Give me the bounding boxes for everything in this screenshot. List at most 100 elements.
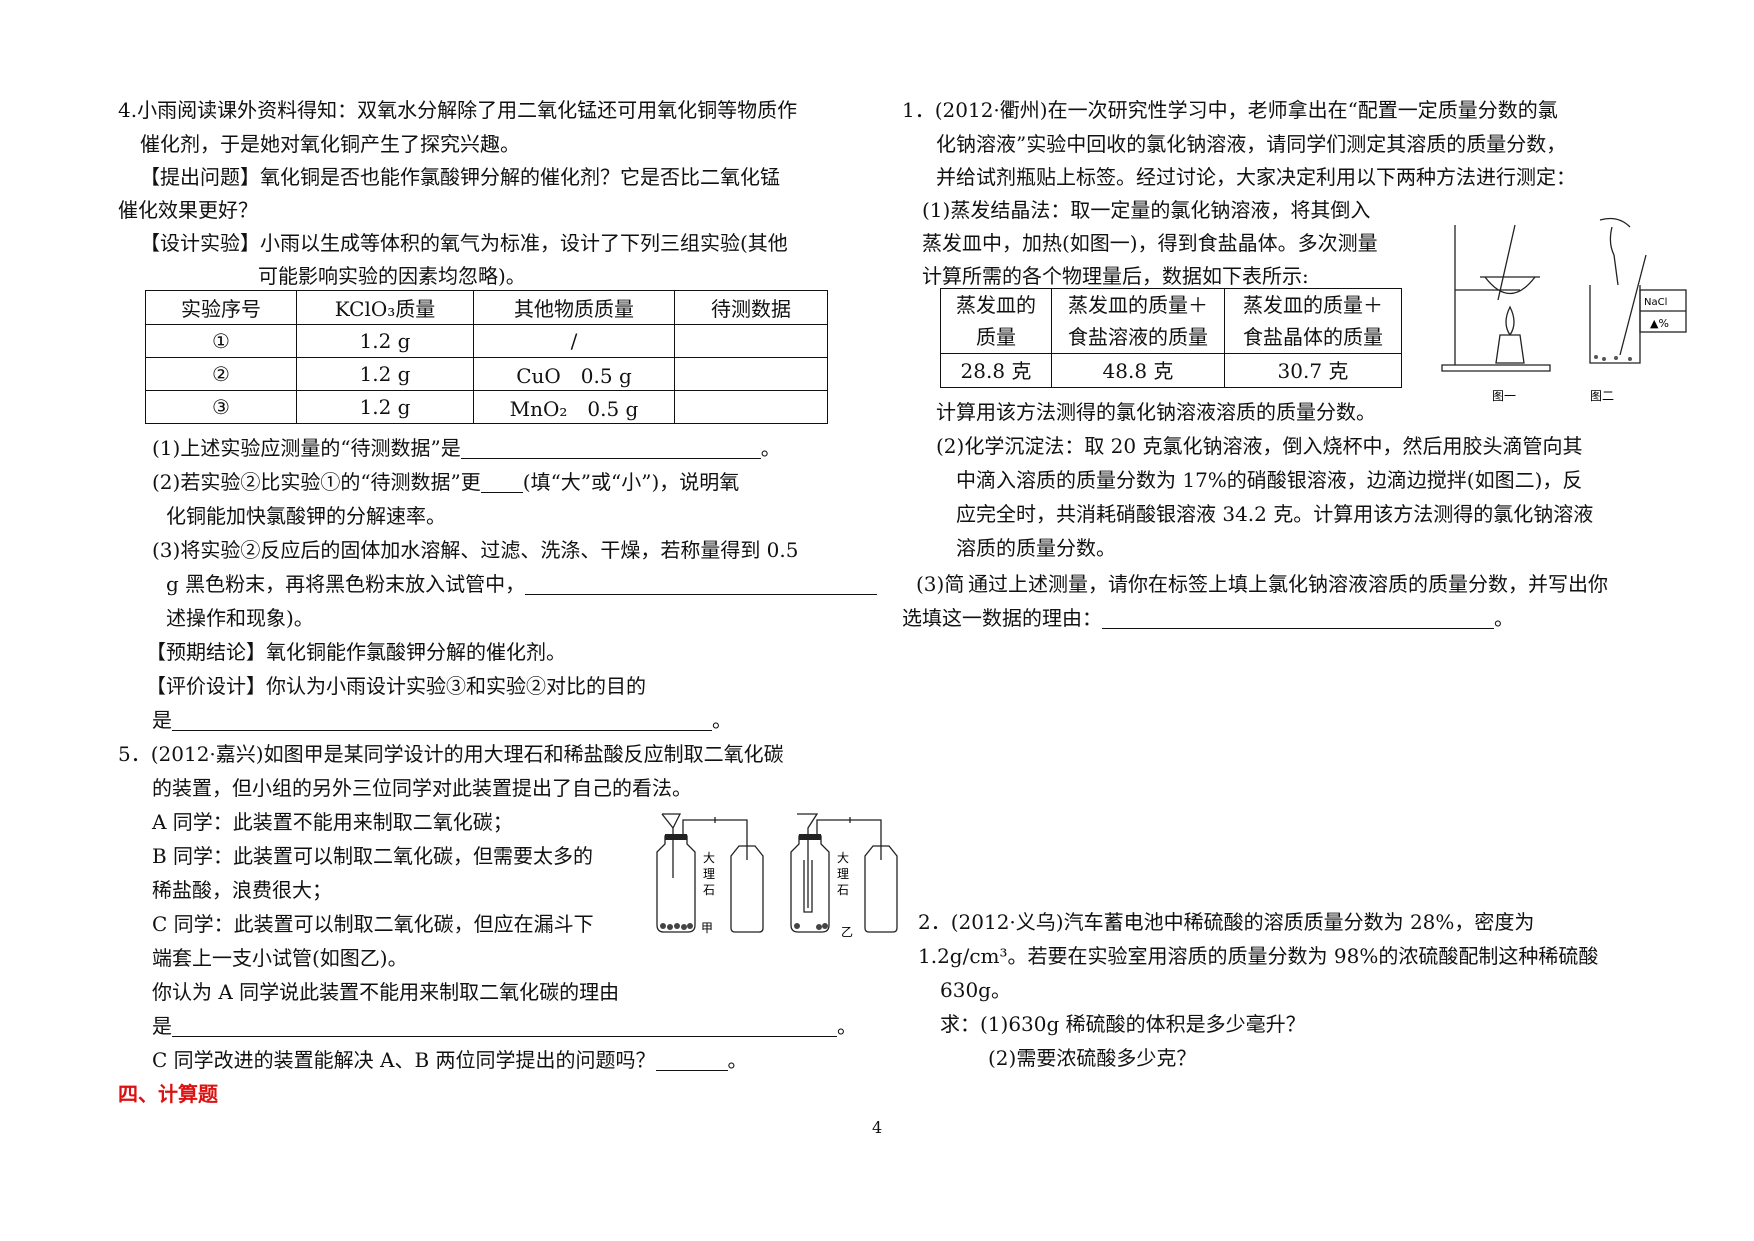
r1-method3: 通过上述测量，请你在标签上填上氯化钠溶液溶质的质量分数，并写出你 (968, 572, 1608, 596)
figure-caption: 图二 (1590, 389, 1614, 403)
q4-experiment-table: 实验序号 KClO₃质量 其他物质质量 待测数据 ① 1.2 g / ② 1.2… (145, 290, 828, 424)
table-cell: ② (145, 357, 297, 391)
q4-problem-cont: 催化效果更好？ (118, 198, 258, 222)
r2-ask1: 求：(1)630g 稀硫酸的体积是多少毫升？ (940, 1012, 1306, 1036)
r2-line2: 1.2g/cm³。若要在实验室用溶质的质量分数为 98%的浓硫酸配制这种稀硫酸 (918, 944, 1599, 968)
r1-line2: 化钠溶液”实验中回收的氯化钠溶液，请同学们测定其溶质的质量分数， (936, 132, 1567, 156)
r1-method1: (1)蒸发结晶法：取一定量的氯化钠溶液，将其倒入 (922, 198, 1371, 222)
bottle-icon (790, 835, 830, 933)
r1-method1-d: 计算用该方法测得的氯化钠溶液溶质的质量分数。 (936, 400, 1376, 424)
q5-question2: C 同学改进的装置能解决 A、B 两位同学提出的问题吗？。 (152, 1048, 748, 1072)
r1-data-table: 蒸发皿的质量 蒸发皿的质量＋食盐溶液的质量 蒸发皿的质量＋食盐晶体的质量 28.… (940, 288, 1402, 388)
co2-apparatus-figure: 大 理 石 大 理 石 甲 乙 (656, 813, 898, 939)
q5-b1: B 同学：此装置可以制取二氧化碳，但需要太多的 (152, 844, 594, 868)
table-header: 其他物质质量 (473, 290, 675, 325)
lab-apparatus-figure: NaCl ▲% 图一 图二 (1441, 217, 1687, 403)
reagent-label: NaCl (1644, 297, 1667, 308)
r2-ask2: (2)需要浓硫酸多少克？ (988, 1046, 1197, 1070)
q4-conclusion: 【预期结论】氧化铜能作氯酸钾分解的催化剂。 (146, 640, 566, 664)
q4-problem: 【提出问题】氧化铜是否也能作氯酸钾分解的催化剂？它是否比二氧化锰 (140, 165, 780, 189)
answer-blank[interactable] (172, 1014, 837, 1037)
answer-blank[interactable] (1102, 606, 1494, 629)
r1-method2: (2)化学沉淀法：取 20 克氯化钠溶液，倒入烧杯中，然后用胶头滴管向其 (936, 434, 1583, 458)
marble-label: 石 (837, 883, 849, 897)
table-cell: 28.8 克 (940, 353, 1052, 388)
section-title: 四、计算题 (118, 1082, 218, 1106)
marble-label: 理 (837, 867, 849, 881)
r1-method2-c: 应完全时，共消耗硝酸银溶液 34.2 克。计算用该方法测得的氯化钠溶液 (956, 502, 1594, 526)
page-number: 4 (872, 1118, 883, 1137)
q5-question1: 你认为 A 同学说此装置不能用来制取二氧化碳的理由 (152, 980, 620, 1004)
table-cell: ③ (145, 390, 297, 424)
table-cell: / (473, 324, 675, 358)
bottle-icon (730, 845, 764, 933)
q4-sub3: (3)将实验②反应后的固体加水溶解、过滤、洗涤、干燥，若称量得到 0.5 (152, 538, 799, 562)
bottle-icon (656, 835, 696, 933)
q4-design: 【设计实验】小雨以生成等体积的氧气为标准，设计了下列三组实验(其他 (140, 231, 788, 255)
q5-line2: 的装置，但小组的另外三位同学对此装置提出了自己的看法。 (152, 776, 692, 800)
table-header: 蒸发皿的质量 (940, 288, 1052, 354)
r2-line3: 630g。 (940, 978, 1011, 1002)
r1-method3-b: 选填这一数据的理由：。 (902, 606, 1514, 630)
q4-sub3-b: g 黑色粉末，再将黑色粉末放入试管中， (166, 567, 878, 601)
marble-label: 理 (703, 867, 715, 881)
funnel-icon (662, 813, 682, 878)
r1-line3: 并给试剂瓶贴上标签。经过讨论，大家决定利用以下两种方法进行测定： (936, 165, 1576, 189)
q4-sub3-c: 述操作和现象)。 (166, 606, 314, 630)
burner-icon (1495, 334, 1525, 364)
answer-blank[interactable] (172, 708, 712, 731)
q4-evaluate-b: 是。 (152, 708, 732, 732)
r1-method2-b: 中滴入溶质的质量分数为 17%的硝酸银溶液，边滴边搅拌(如图二)，反 (956, 468, 1583, 492)
q5-a: A 同学：此装置不能用来制取二氧化碳； (152, 810, 513, 834)
r1-line1: 1．(2012·衢州)在一次研究性学习中，老师拿出在“配置一定质量分数的氯 (902, 98, 1558, 122)
marble-label: 大 (837, 851, 849, 865)
table-cell: CuO 0.5 g (473, 357, 675, 391)
q4-sub1: (1)上述实验应测量的“待测数据”是。 (152, 436, 781, 460)
table-cell: 1.2 g (296, 357, 474, 391)
r1-method1-c: 计算所需的各个物理量后，数据如下表所示: (922, 264, 1309, 288)
table-cell: ① (145, 324, 297, 358)
marble-label: 大 (703, 851, 715, 865)
table-header: 蒸发皿的质量＋食盐溶液的质量 (1051, 288, 1225, 354)
q5-line1: 5．(2012·嘉兴)如图甲是某同学设计的用大理石和稀盐酸反应制取二氧化碳 (118, 742, 784, 766)
answer-blank[interactable] (655, 1048, 728, 1071)
q4-sub2: (2)若实验②比实验①的“待测数据”更(填“大”或“小”)，说明氧 (152, 470, 740, 494)
figure-caption: 乙 (841, 925, 853, 939)
table-header: 待测数据 (674, 290, 828, 325)
q5-c2: 端套上一支小试管(如图乙)。 (152, 946, 408, 970)
q5-question1-b: 是。 (152, 1014, 857, 1038)
r1-method2-d: 溶质的质量分数。 (956, 536, 1116, 560)
answer-blank[interactable] (460, 436, 761, 459)
bottle-icon (864, 845, 898, 933)
q5-c1: C 同学：此装置可以制取二氧化碳，但应在漏斗下 (152, 912, 594, 936)
answer-blank[interactable] (525, 572, 878, 595)
funnel-icon (797, 813, 819, 908)
r2-line1: 2．(2012·义乌)汽车蓄电池中稀硫酸的溶质质量分数为 28%，密度为 (918, 910, 1535, 934)
table-cell: 30.7 克 (1224, 353, 1402, 388)
table-header: KClO₃质量 (296, 290, 474, 325)
table-cell: 1.2 g (296, 390, 474, 424)
r1-method1-b: 蒸发皿中，加热(如图一)，得到食盐晶体。多次测量 (922, 231, 1378, 255)
dropper-icon (1609, 226, 1619, 286)
q5-b2: 稀盐酸，浪费很大； (152, 878, 332, 902)
table-cell (674, 324, 828, 358)
table-cell (674, 357, 828, 391)
table-header: 实验序号 (145, 290, 297, 325)
q4-sub2-cont: 化铜能加快氯酸钾的分解速率。 (166, 504, 446, 528)
answer-blank[interactable] (480, 470, 523, 493)
figure-caption: 甲 (701, 921, 713, 935)
evaporating-dish-icon (1484, 276, 1536, 294)
table-cell: MnO₂ 0.5 g (473, 390, 675, 424)
table-cell: 48.8 克 (1051, 353, 1225, 388)
table-cell (674, 390, 828, 424)
beaker-icon (1589, 285, 1641, 364)
table-header: 蒸发皿的质量＋食盐晶体的质量 (1224, 288, 1402, 354)
q4-evaluate: 【评价设计】你认为小雨设计实验③和实验②对比的目的 (146, 674, 646, 698)
q4-line2: 催化剂，于是她对氧化铜产生了探究兴趣。 (140, 132, 520, 156)
marble-label: 石 (703, 883, 715, 897)
reagent-percent: ▲% (1650, 317, 1669, 330)
table-cell: 1.2 g (296, 324, 474, 358)
q4-line1: 4.小雨阅读课外资料得知：双氧水分解除了用二氧化锰还可用氧化铜等物质作 (118, 98, 798, 122)
q4-design-cont: 可能影响实验的因素均忽略)。 (258, 264, 526, 288)
figure-caption: 图一 (1492, 389, 1516, 403)
